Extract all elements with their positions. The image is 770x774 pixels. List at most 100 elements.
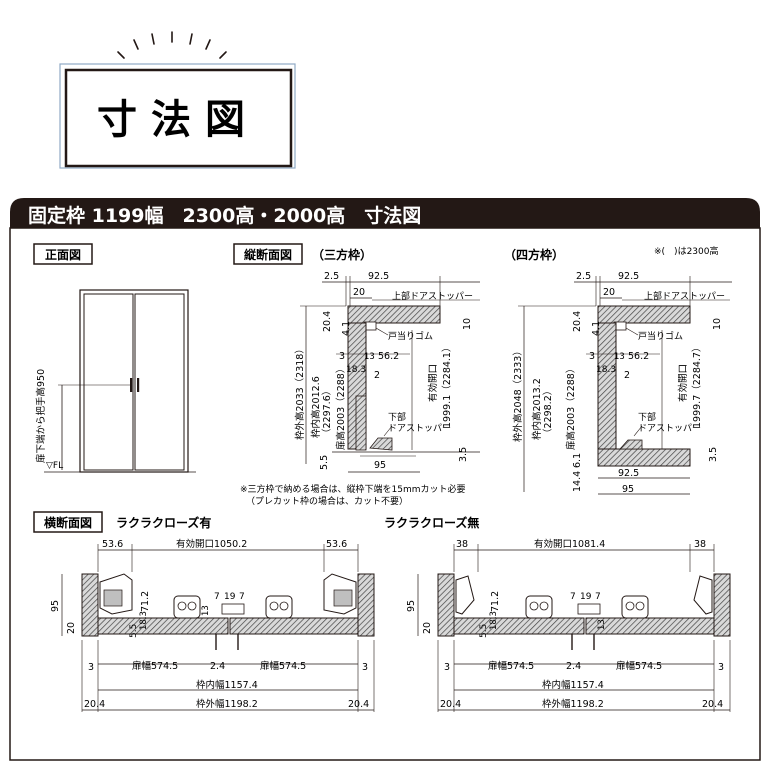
note-2300: ※( )は2300高 bbox=[654, 245, 718, 257]
head-frame bbox=[597, 305, 691, 324]
door-leaf-right bbox=[229, 617, 359, 635]
note-cut: ※三方枠で納める場合は、縦枠下端を15mmカット必要 bbox=[240, 483, 466, 495]
dim-7a: 7 bbox=[570, 592, 576, 602]
dim-56-2: 56.2 bbox=[378, 351, 399, 362]
dim-19: 19 bbox=[580, 592, 592, 602]
dim-4-1: 4.1 bbox=[341, 321, 352, 336]
door-leaf-right bbox=[585, 617, 715, 635]
vertical-section-header: 縦断面図 （三方枠） （四方枠） ※( )は2300高 bbox=[233, 243, 718, 265]
dim-3-left: 3 bbox=[88, 662, 94, 673]
horizontal-right: 38 有効開口1081.4 38 7 19 7 13 95 20 71.2 5.… bbox=[406, 538, 731, 712]
dim-7a: 7 bbox=[214, 592, 220, 602]
door-width-b: 扉幅574.5 bbox=[616, 660, 662, 672]
dim-4-1: 4.1 bbox=[591, 321, 602, 336]
dim-18-3: 18.3 bbox=[596, 365, 616, 375]
inner-height: 枠内高2013.2 bbox=[531, 378, 543, 440]
dim-13: 13 bbox=[597, 619, 607, 630]
stopper-right-icon bbox=[693, 575, 713, 615]
door-leaf-left bbox=[453, 617, 585, 635]
banner-title: 固定枠 1199幅 2300高・2000高 寸法図 bbox=[28, 204, 421, 227]
dim-20-4-left: 20.4 bbox=[440, 699, 461, 710]
right-wall bbox=[357, 573, 375, 637]
dim-3-right: 3 bbox=[362, 662, 368, 673]
dim-71-2: 71.2 bbox=[140, 591, 151, 612]
bottom-stopper-label-2: ドアストッパー bbox=[638, 423, 701, 434]
dim-3-left: 3 bbox=[444, 662, 450, 673]
front-view: 正面図 扉下端から把手高950 ▽FL bbox=[33, 243, 196, 473]
dim-6-1: 6.1 bbox=[572, 453, 583, 468]
dim-95: 95 bbox=[406, 600, 417, 612]
page-title: 寸法図 bbox=[97, 97, 259, 143]
left-wall bbox=[81, 573, 99, 637]
four-frame-label: （四方枠） bbox=[504, 247, 564, 262]
front-label: 正面図 bbox=[45, 248, 81, 262]
dim-20-4: 20.4 bbox=[572, 311, 583, 332]
vertical-four-frame: 2.5 92.5 20 上部ドアストッパー 戸当りゴム 20.4 4.1 10 … bbox=[512, 271, 732, 495]
outer-width: 枠外幅1198.2 bbox=[196, 698, 258, 710]
dim-18-3: 18.3 bbox=[489, 611, 499, 630]
dim-95: 95 bbox=[50, 600, 61, 612]
dim-38-right: 38 bbox=[694, 539, 706, 550]
outer-height: 枠外高2033（2318） bbox=[294, 344, 306, 440]
dim-71-2: 71.2 bbox=[490, 591, 501, 612]
content-frame bbox=[9, 227, 761, 761]
dim-3-5: 3.5 bbox=[458, 447, 469, 462]
dim-2: 2 bbox=[374, 370, 380, 381]
opening-value: 1999.7（2284.7） bbox=[691, 343, 703, 428]
horizontal-label: 横断面図 bbox=[44, 515, 92, 530]
dim-13: 13 bbox=[364, 352, 375, 362]
dim-20: 20 bbox=[66, 622, 77, 634]
stopper-left-icon bbox=[455, 575, 475, 615]
door-width-a: 扉幅574.5 bbox=[132, 660, 178, 672]
dim-2-5: 2.5 bbox=[324, 271, 339, 282]
dim-19: 19 bbox=[224, 592, 236, 602]
dim-18-3: 18.3 bbox=[139, 611, 149, 630]
opening-width: 有効開口1081.4 bbox=[534, 538, 605, 550]
dim-20: 20 bbox=[603, 287, 615, 298]
dim-20-4-left: 20.4 bbox=[84, 699, 105, 710]
opening-label: 有効開口 bbox=[427, 364, 439, 402]
dim-13: 13 bbox=[201, 605, 211, 616]
dim-56-2: 56.2 bbox=[628, 351, 649, 362]
hinge-right-icon bbox=[265, 595, 293, 619]
dim-92-5: 92.5 bbox=[368, 271, 389, 282]
inner-height-2300: （2298.2） bbox=[542, 386, 554, 438]
title-frame bbox=[64, 68, 293, 168]
left-title: ラクラクローズ有 bbox=[116, 515, 211, 530]
dim-92-5-bottom: 92.5 bbox=[618, 468, 639, 479]
hinge-left-icon bbox=[173, 595, 201, 619]
dim-3: 3 bbox=[339, 351, 345, 362]
dim-18-3: 18.3 bbox=[346, 365, 366, 375]
gomu-label: 戸当りゴム bbox=[638, 330, 683, 342]
dim-5-5: 5.5 bbox=[129, 624, 139, 638]
opening-label: 有効開口 bbox=[677, 364, 689, 402]
door-height: 扉高2003（2288） bbox=[335, 364, 347, 450]
dim-92-5: 92.5 bbox=[618, 271, 639, 282]
dim-7b: 7 bbox=[239, 592, 245, 602]
horizontal-left: 53.6 有効開口1050.2 53.6 7 19 7 13 95 20 71.… bbox=[50, 538, 375, 712]
right-door bbox=[134, 293, 185, 471]
dim-2: 2 bbox=[624, 370, 630, 381]
dim-38-left: 38 bbox=[456, 539, 468, 550]
outer-width: 枠外幅1198.2 bbox=[542, 698, 604, 710]
outer-height: 枠外高2048（2333） bbox=[512, 346, 524, 442]
door-width-a: 扉幅574.5 bbox=[488, 660, 534, 672]
dim-13: 13 bbox=[614, 352, 625, 362]
sill-frame bbox=[597, 448, 691, 467]
dim-20: 20 bbox=[422, 622, 433, 634]
inner-width: 枠内幅1157.4 bbox=[542, 679, 604, 691]
dim-2-4: 2.4 bbox=[210, 661, 225, 672]
top-stopper-label: 上部ドアストッパー bbox=[392, 290, 473, 302]
bottom-stopper-label-1: 下部 bbox=[638, 411, 656, 423]
handle-right-icon bbox=[137, 378, 140, 392]
door-height: 扉高2003（2288） bbox=[565, 364, 577, 450]
vertical-label: 縦断面図 bbox=[244, 247, 292, 262]
floor-level-label: ▽FL bbox=[46, 461, 63, 471]
header: 寸法図 bbox=[59, 31, 296, 169]
top-stopper-label: 上部ドアストッパー bbox=[644, 290, 725, 302]
dim-5-5: 5.5 bbox=[479, 624, 489, 638]
door-frame-outline bbox=[79, 289, 189, 473]
jamb bbox=[597, 322, 617, 450]
horizontal-section-header: 横断面図 ラクラクローズ有 ラクラクローズ無 bbox=[33, 511, 479, 533]
